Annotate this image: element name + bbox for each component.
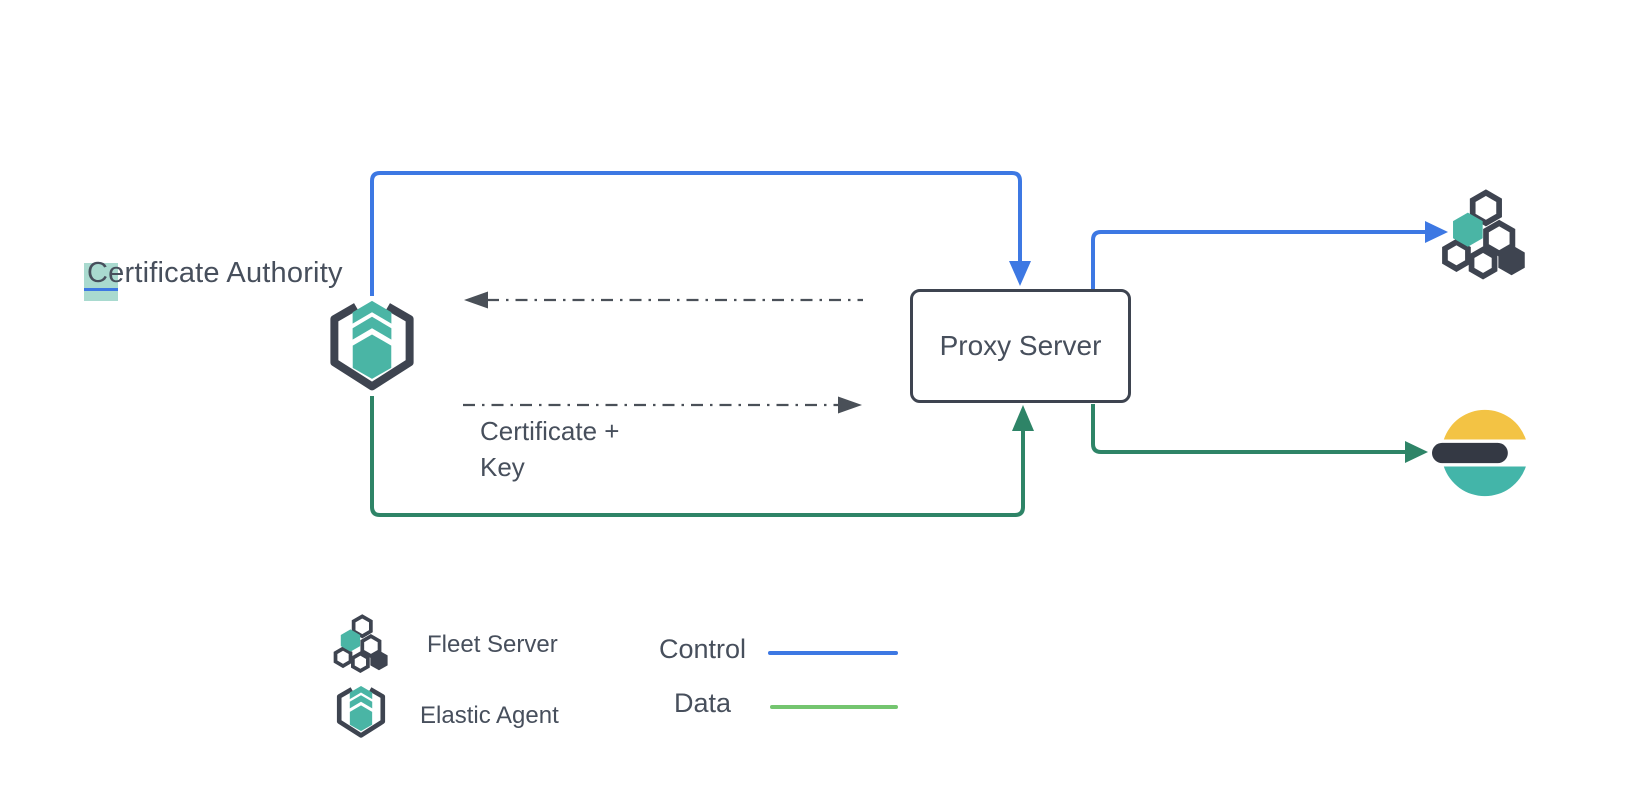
arrowhead-left-icon: [464, 291, 488, 309]
certificate-request-connector: [464, 291, 863, 309]
proxy-server-label: Proxy Server: [939, 330, 1102, 361]
arrowhead-right-icon: [1405, 441, 1428, 463]
data-connector-proxy-to-elasticsearch: [1091, 404, 1428, 463]
selected-letter: C: [87, 257, 109, 289]
control-connector-agent-to-proxy: [370, 171, 1031, 296]
fleet-server-icon: [1442, 189, 1525, 280]
legend-control-line-swatch: [768, 651, 898, 655]
legend-control-label: Control: [658, 634, 747, 664]
arrowhead-down-icon: [1009, 261, 1031, 286]
certificate-key-connector: [463, 396, 862, 414]
text-cursor: [84, 288, 118, 291]
legend-data-line-swatch: [770, 705, 898, 709]
legend-elastic-agent-icon: [336, 685, 386, 738]
legend-elastic-agent-label: Elastic Agent: [420, 702, 559, 729]
arrowhead-up-icon: [1012, 405, 1034, 431]
data-connector-agent-to-proxy: [370, 396, 1034, 517]
control-connector-proxy-to-fleet: [1091, 221, 1448, 289]
arrowhead-right-icon: [838, 396, 862, 414]
legend-fleet-server-label: Fleet Server: [427, 631, 558, 658]
text-selection-highlight: [84, 263, 118, 301]
elastic-agent-icon: [330, 300, 414, 391]
legend-fleet-server-icon: [333, 614, 388, 674]
certificate-authority-label-rest: ertificate Authority: [108, 257, 343, 289]
certificate-key-label: Certificate + Key: [480, 416, 620, 482]
certificate-authority-label: Certificate Authority: [87, 257, 343, 290]
elasticsearch-icon: [1432, 409, 1526, 497]
proxy-server-node: Proxy Server: [910, 289, 1131, 403]
legend-data-label: Data: [673, 688, 732, 718]
